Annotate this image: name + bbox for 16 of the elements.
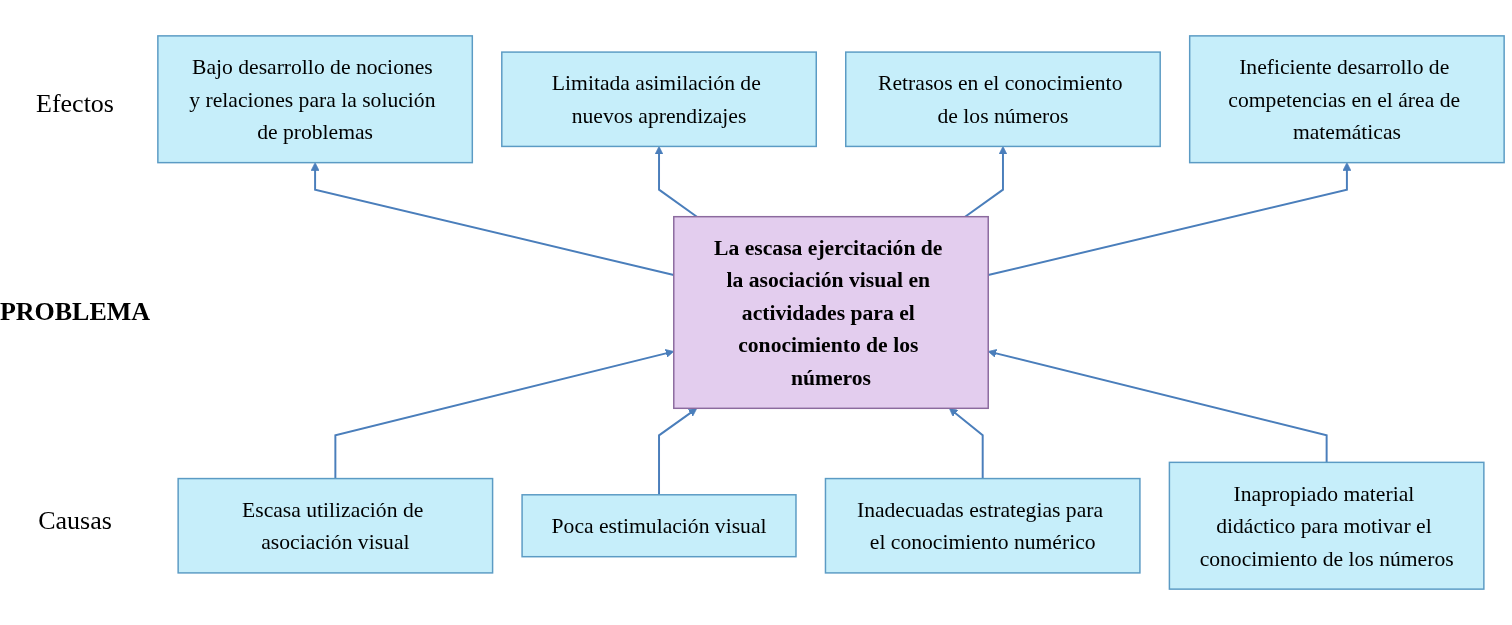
node-box: Poca estimulación visual [521, 494, 797, 558]
node-box: La escasa ejercitación de la asociación visual en actividades para el conocimiento de los números [673, 215, 989, 410]
node-box: Escasa utilización de asociación visual [177, 477, 494, 574]
section-label: Efectos [36, 89, 114, 120]
arrow [654, 146, 698, 218]
section-label: Causas [38, 505, 112, 536]
arrow [964, 146, 1008, 218]
section-heading: PROBLEMA [0, 297, 151, 328]
node-box: Inapropiado material didáctico para motivar el conocimiento de los números [1168, 461, 1485, 590]
node-box: Bajo desarrollo de nociones y relaciones para la solución de problemas [157, 35, 474, 164]
node-box: Ineficiente desarrollo de competencias en el área de matemáticas [1188, 35, 1505, 164]
node-box: Retrasos en el conocimiento de los números [845, 51, 1161, 148]
arrow [948, 407, 984, 480]
arrow [658, 407, 698, 496]
node-box: Limitada asimilación de nuevos aprendizajes [501, 51, 817, 148]
node-box: Inadecuadas estrategias para el conocimiento numérico [824, 477, 1141, 574]
